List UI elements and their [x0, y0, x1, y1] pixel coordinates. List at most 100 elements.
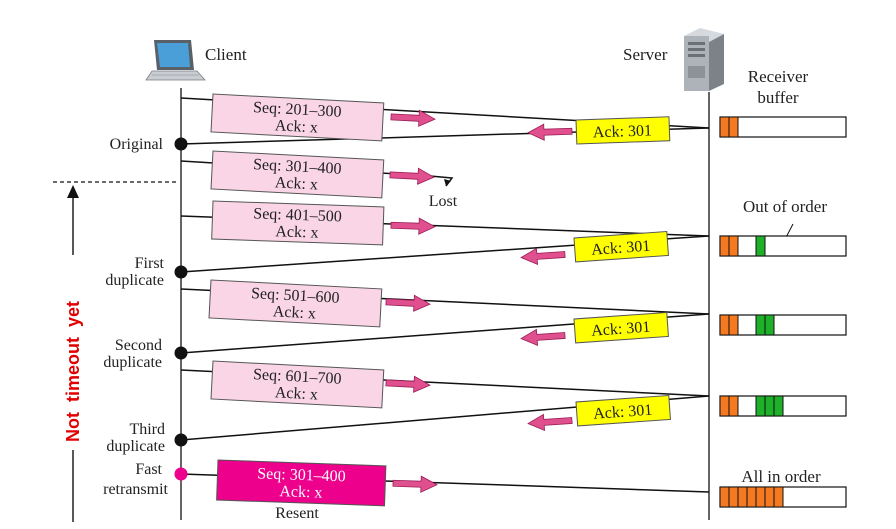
ack-direction-arrow-2	[520, 247, 566, 266]
segment-ack-text: Ack: x	[272, 303, 316, 322]
ack-box-text: Ack: 301	[593, 122, 653, 141]
ack-box-text: Ack: 301	[593, 402, 653, 423]
segment-direction-arrow-5	[385, 375, 431, 393]
event-label: Second	[115, 337, 162, 354]
segment-ack-text: Ack: x	[274, 384, 318, 403]
buffer-cell-filled	[764, 486, 775, 508]
event-label: First	[135, 255, 165, 272]
ack-box: Ack: 301	[573, 311, 669, 344]
server-label: Server	[623, 45, 668, 64]
fast-retransmit-dot	[174, 467, 188, 481]
segment-direction-arrow-6	[392, 475, 438, 493]
buffer-cell-filled	[719, 116, 730, 138]
buffer-cell-filled	[728, 395, 739, 417]
event-label: duplicate	[105, 272, 164, 289]
server-tower-icon	[684, 28, 724, 91]
event-label: Original	[110, 136, 164, 153]
event-dot	[174, 265, 188, 279]
buffer-cell-out-of-order	[764, 395, 775, 417]
event-dot	[174, 433, 188, 447]
all-in-order-label: All in order	[741, 467, 821, 486]
buffer-cell-out-of-order	[773, 395, 784, 417]
ack-boxes: Ack: 301 Ack: 301 Ack: 301 Ack: 301	[573, 116, 671, 427]
segment-box: Seq: 301–400 Ack: x	[210, 150, 385, 199]
ack-direction-arrow-4	[527, 413, 573, 432]
buffer-cell-filled	[719, 395, 730, 417]
receiver-buffer-label-line-2: buffer	[757, 88, 799, 107]
receiver-buffers	[719, 116, 847, 508]
segment-seq-text: Seq: 301–400	[257, 465, 346, 485]
event-label: duplicate	[103, 354, 162, 371]
buffer-cell-filled	[728, 235, 739, 257]
segment-ack-text: Ack: x	[274, 117, 318, 136]
buffer-outline	[719, 116, 847, 138]
segment-ack-text: Ack: x	[275, 223, 319, 241]
segment-seq-text: Seq: 201–300	[253, 99, 342, 121]
segment-box: Seq: 201–300 Ack: x	[210, 93, 385, 142]
segment-direction-arrow-2	[389, 167, 435, 185]
ack-box: Ack: 301	[575, 116, 671, 145]
buffer-state	[719, 486, 847, 508]
buffer-state	[719, 235, 847, 257]
resent-segment-box: Seq: 301–400 Ack: x	[216, 459, 387, 507]
buffer-cell-out-of-order	[755, 314, 766, 336]
event-label: duplicate	[106, 438, 165, 455]
receiver-buffer-label-line-1: Receiver	[748, 67, 809, 86]
buffer-cell-filled	[773, 486, 784, 508]
buffer-outline	[719, 235, 847, 257]
segment-ack-text: Ack: x	[279, 483, 323, 501]
ack-box-text: Ack: 301	[591, 238, 651, 259]
ack-direction-arrow-1	[527, 123, 573, 141]
ack-box: Ack: 301	[573, 230, 669, 263]
side-label-backdrop	[60, 255, 86, 450]
direction-arrows	[385, 109, 573, 493]
not-timeout-yet-label: Not timeout yet	[63, 301, 83, 442]
client-label: Client	[205, 45, 247, 64]
buffer-state	[719, 116, 847, 138]
buffer-cell-filled	[719, 235, 730, 257]
buffer-cell-filled	[719, 486, 730, 508]
buffer-cell-out-of-order	[764, 314, 775, 336]
resent-label: Resent	[275, 505, 319, 522]
segment-seq-text: Seq: 501–600	[251, 285, 340, 307]
segment-ack-text: Ack: x	[274, 174, 318, 193]
ack-box: Ack: 301	[575, 394, 671, 427]
segment-direction-arrow-3	[390, 217, 436, 235]
buffer-cell-filled	[719, 314, 730, 336]
laptop-icon	[145, 40, 206, 81]
buffer-state	[719, 314, 847, 336]
buffer-cell-out-of-order	[755, 395, 766, 417]
client-events: Original First duplicate Second duplicat…	[103, 136, 188, 498]
segment-boxes: Seq: 201–300 Ack: x Seq: 301–400 Ack: x …	[208, 93, 387, 507]
segment-direction-arrow-4	[385, 294, 431, 312]
buffer-cell-filled	[737, 486, 748, 508]
ack-direction-arrow-3	[520, 328, 566, 347]
lost-marker-arrowhead	[444, 179, 451, 186]
buffer-cell-filled	[746, 486, 757, 508]
event-label: Third	[129, 421, 165, 438]
segment-seq-text: Seq: 601–700	[253, 366, 342, 388]
event-dot	[174, 346, 188, 360]
segment-seq-text: Seq: 301–400	[253, 156, 342, 178]
buffer-cell-filled	[755, 486, 766, 508]
buffer-outline	[719, 314, 847, 336]
lost-label: Lost	[429, 193, 458, 210]
segment-box: Seq: 601–700 Ack: x	[210, 360, 385, 409]
segment-seq-text: Seq: 401–500	[253, 205, 342, 225]
timer-bracket-arrowhead	[67, 185, 79, 198]
buffer-state	[719, 395, 847, 417]
out-of-order-label: Out of order	[743, 197, 827, 216]
buffer-cell-out-of-order	[755, 235, 766, 257]
event-label: retransmit	[103, 481, 168, 498]
ack-box-text: Ack: 301	[591, 319, 651, 340]
buffer-cell-filled	[728, 486, 739, 508]
event-label: Fast	[135, 461, 162, 478]
buffer-cell-filled	[728, 116, 739, 138]
event-dot	[174, 137, 188, 151]
segment-box: Seq: 401–500 Ack: x	[211, 200, 385, 246]
segment-direction-arrow-1	[390, 109, 436, 127]
buffer-cell-filled	[728, 314, 739, 336]
segment-box: Seq: 501–600 Ack: x	[208, 279, 383, 328]
